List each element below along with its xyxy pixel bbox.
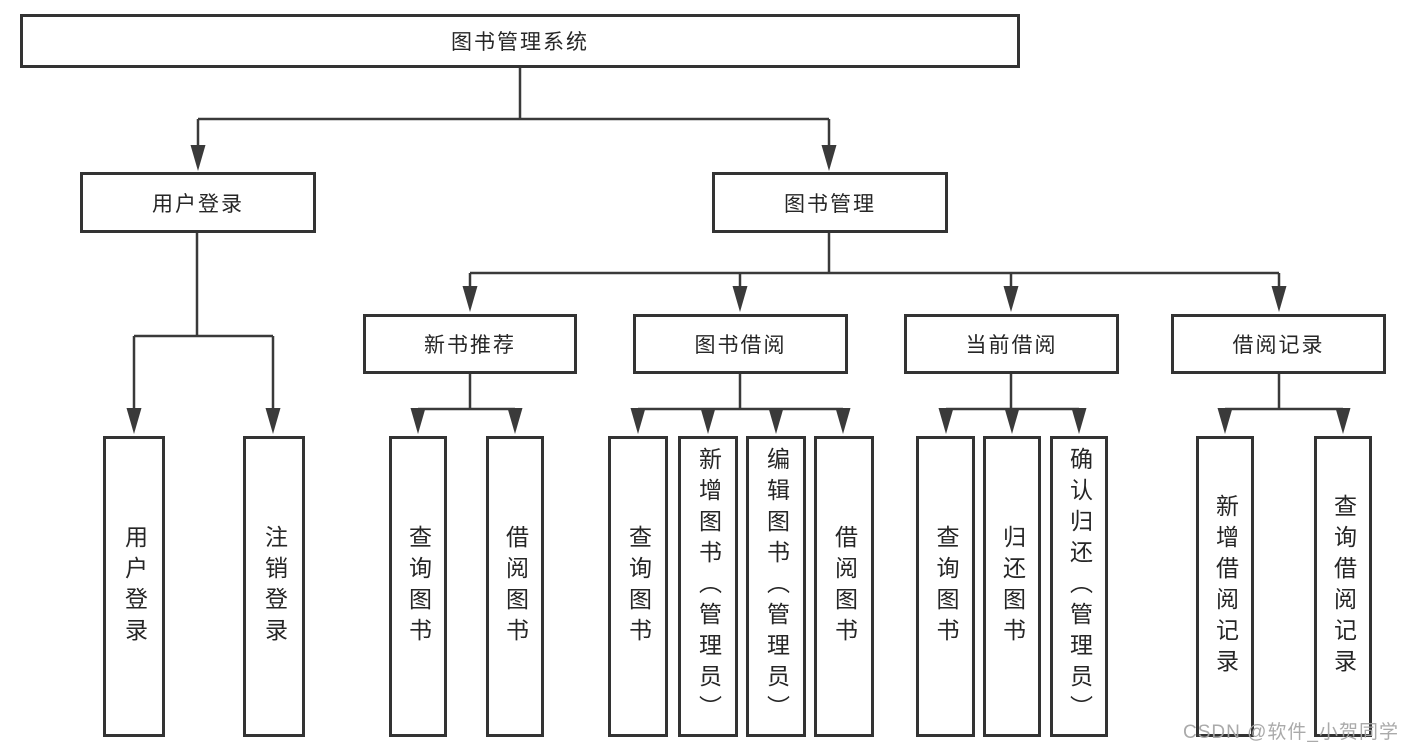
node-label: 编辑图书（管理员） (763, 447, 790, 726)
node-label: 图书管理 (784, 192, 876, 216)
node-label: 新增图书（管理员） (695, 447, 722, 726)
leaf-query-books-current: 查询图书 (916, 436, 975, 737)
node-label: 借阅图书 (502, 524, 529, 649)
connector-user-login (132, 232, 275, 412)
node-label: 查询图书 (405, 524, 432, 649)
node-current-borrow: 当前借阅 (904, 314, 1119, 374)
node-borrow-record: 借阅记录 (1171, 314, 1386, 374)
node-label: 用户登录 (152, 192, 244, 216)
connector-book-borrow (636, 374, 845, 414)
arrow-down-icon (507, 408, 523, 434)
leaf-query-borrow-record: 查询借阅记录 (1314, 436, 1372, 737)
arrow-down-icon (1335, 408, 1351, 434)
connector-borrow-record (1223, 374, 1345, 414)
leaf-query-books-borrow: 查询图书 (608, 436, 668, 737)
connector-new-book-recommend (416, 374, 517, 414)
node-label: 图书管理系统 (451, 31, 589, 54)
node-label: 图书借阅 (694, 334, 787, 357)
leaf-user-login: 用户登录 (103, 436, 165, 737)
arrow-down-icon (732, 286, 748, 312)
leaf-borrow-books-recommend: 借阅图书 (486, 436, 544, 737)
node-label: 当前借阅 (965, 334, 1058, 357)
arrow-down-icon (768, 408, 784, 434)
node-label: 查询图书 (933, 524, 959, 649)
leaf-return-books: 归还图书 (983, 436, 1041, 737)
arrow-down-icon (126, 408, 142, 434)
arrow-down-icon (938, 408, 954, 434)
arrow-down-icon (835, 408, 851, 434)
arrow-down-icon (190, 145, 206, 171)
node-label: 新增借阅记录 (1212, 493, 1239, 680)
connector-book-management (468, 232, 1281, 290)
leaf-add-borrow-record: 新增借阅记录 (1196, 436, 1254, 737)
node-label: 归还图书 (999, 524, 1026, 649)
node-label: 注销登录 (261, 524, 288, 649)
arrow-down-icon (1271, 286, 1287, 312)
node-new-book-recommend: 新书推荐 (363, 314, 577, 374)
arrow-down-icon (1071, 408, 1087, 434)
leaf-logout: 注销登录 (243, 436, 305, 737)
leaf-add-books-admin: 新增图书（管理员） (678, 436, 738, 737)
arrow-down-icon (410, 408, 426, 434)
arrow-down-icon (700, 408, 716, 434)
node-label: 新书推荐 (424, 334, 516, 357)
node-label: 借阅记录 (1232, 334, 1325, 357)
arrow-down-icon (1217, 408, 1233, 434)
connector-root (196, 68, 831, 150)
arrow-down-icon (630, 408, 646, 434)
arrowheads (126, 145, 1351, 434)
node-user-login: 用户登录 (80, 172, 316, 233)
node-library-management-system: 图书管理系统 (20, 14, 1020, 68)
arrow-down-icon (821, 145, 837, 171)
arrow-down-icon (265, 408, 281, 434)
node-label: 查询图书 (625, 524, 652, 649)
node-label: 确认归还（管理员） (1066, 447, 1093, 726)
arrow-down-icon (462, 286, 478, 312)
node-label: 用户登录 (121, 524, 148, 649)
leaf-borrow-books: 借阅图书 (814, 436, 874, 737)
arrow-down-icon (1003, 286, 1019, 312)
node-book-management: 图书管理 (712, 172, 948, 233)
arrow-down-icon (1004, 408, 1020, 434)
node-label: 查询借阅记录 (1330, 493, 1357, 680)
node-label: 借阅图书 (831, 524, 858, 649)
leaf-edit-books-admin: 编辑图书（管理员） (746, 436, 806, 737)
leaf-query-books-recommend: 查询图书 (389, 436, 447, 737)
leaf-confirm-return-admin: 确认归还（管理员） (1050, 436, 1108, 737)
node-book-borrow: 图书借阅 (633, 314, 848, 374)
